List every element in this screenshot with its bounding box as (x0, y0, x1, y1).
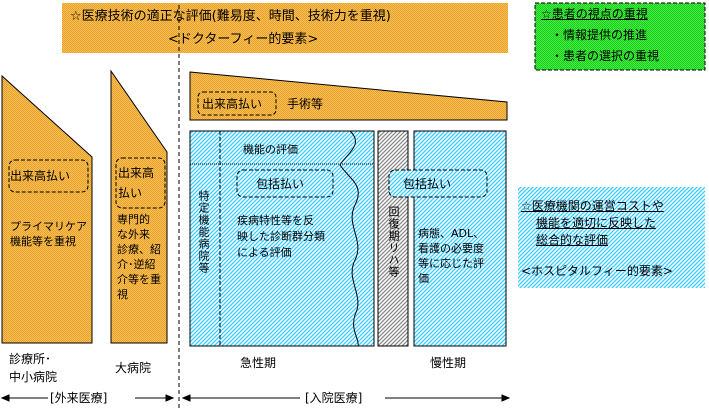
clinic-desc: プライマリケア 機能等を重視 (10, 219, 87, 249)
patient-view-item: ・情報提供の推進 (551, 28, 648, 42)
clinic-column (1, 74, 93, 344)
large-hospital-desc: 専門的 な外来 診療、紹 介･逆紹 介等を重 視 (117, 212, 161, 302)
title-line: 機能を適切に反映した (536, 216, 657, 230)
desc-line: 等に応じた評 (418, 257, 484, 270)
hospital-fee-title: ☆医療機関の運営コストや 機能を適切に反映した 総合的な評価 (521, 198, 664, 249)
large-hospital-label: 大病院 (115, 361, 152, 375)
desc-line: 専門的 (117, 213, 150, 226)
acute-label: 急性期 (240, 356, 277, 370)
chronic-desc: 病態、ADL、 看護の必要度 等に応じた評 価 (418, 226, 484, 286)
desc-line: 診療、紹 (117, 243, 161, 256)
clinic-payment: 出来高払い (10, 169, 71, 183)
large-hospital-column (110, 69, 168, 344)
label-line: 診療所･ (9, 352, 52, 366)
hospital-fee-subtitle: <ホスピタルフィー的要素> (521, 264, 673, 278)
clinic-desc-line: 機能等を重視 (10, 235, 76, 248)
function-eval-label: 機能の評価 (243, 143, 298, 156)
chronic-label: 慢性期 (430, 356, 467, 370)
patient-view-box (534, 2, 706, 71)
desc-line: 病態、ADL、 (418, 227, 485, 240)
hospital-fee-box (518, 187, 705, 288)
acute-payment-box (236, 169, 334, 198)
chronic-payment: 包括払い (403, 177, 452, 191)
patient-view-item: ・患者の選択の重視 (551, 49, 660, 63)
chronic-box (413, 130, 507, 347)
special-hospital-label: 特定機能病院等 (197, 190, 210, 274)
desc-line: 介等を重 (117, 273, 161, 286)
desc-line: な外来 (117, 228, 150, 241)
wedge-payment-box (197, 91, 277, 116)
fee-for-service-wedge (189, 71, 508, 121)
wedge-payment: 出来高払い (202, 97, 263, 111)
desc-line: 介･逆紹 (117, 258, 156, 271)
acute-payment: 包括払い (256, 177, 305, 191)
outpatient-range-arrow (0, 394, 175, 402)
wedge-note: 手術等 (287, 97, 324, 111)
wavy-boundary (339, 130, 359, 347)
label-line: 中小病院 (9, 370, 58, 384)
desc-line: 看護の必要度 (418, 242, 484, 255)
large-hospital-payment-box (115, 157, 166, 209)
title-line: ☆医療機関の運営コストや (521, 199, 664, 213)
desc-line: による評価 (237, 246, 292, 259)
doctor-fee-title: ☆医療技術の適正な評価(難易度、時間、技術力を重視) (70, 9, 391, 24)
desc-line: 疾病特性等を反 (237, 214, 314, 227)
inpatient-range-arrow (181, 394, 511, 402)
clinic-label: 診療所･ 中小病院 (9, 350, 57, 386)
title-line: 総合的な評価 (536, 233, 609, 247)
desc-line: 価 (418, 272, 429, 285)
inpatient-range-label: [入院医療] (305, 390, 363, 406)
patient-view-title: ☆患者の視点の重視 (541, 7, 648, 21)
rehab-label: 回復期リハ等 (387, 206, 400, 278)
desc-line: 映した診断群分類 (237, 230, 325, 243)
outpatient-range-label: [外来医療] (50, 390, 108, 406)
chronic-payment-box (388, 169, 488, 198)
payment-line: 出来高 (118, 166, 155, 180)
desc-line: 視 (117, 288, 128, 301)
clinic-payment-box (8, 159, 89, 193)
acute-box (189, 130, 375, 347)
acute-desc: 疾病特性等を反 映した診断群分類 による評価 (237, 213, 325, 261)
payment-line: 払い (118, 186, 143, 200)
rehab-column (377, 130, 409, 347)
large-hospital-payment: 出来高 払い (118, 163, 154, 203)
doctor-fee-banner (62, 3, 508, 53)
doctor-fee-subtitle: <ドクターフィー的要素> (168, 32, 319, 47)
clinic-desc-line: プライマリケア (10, 220, 87, 233)
